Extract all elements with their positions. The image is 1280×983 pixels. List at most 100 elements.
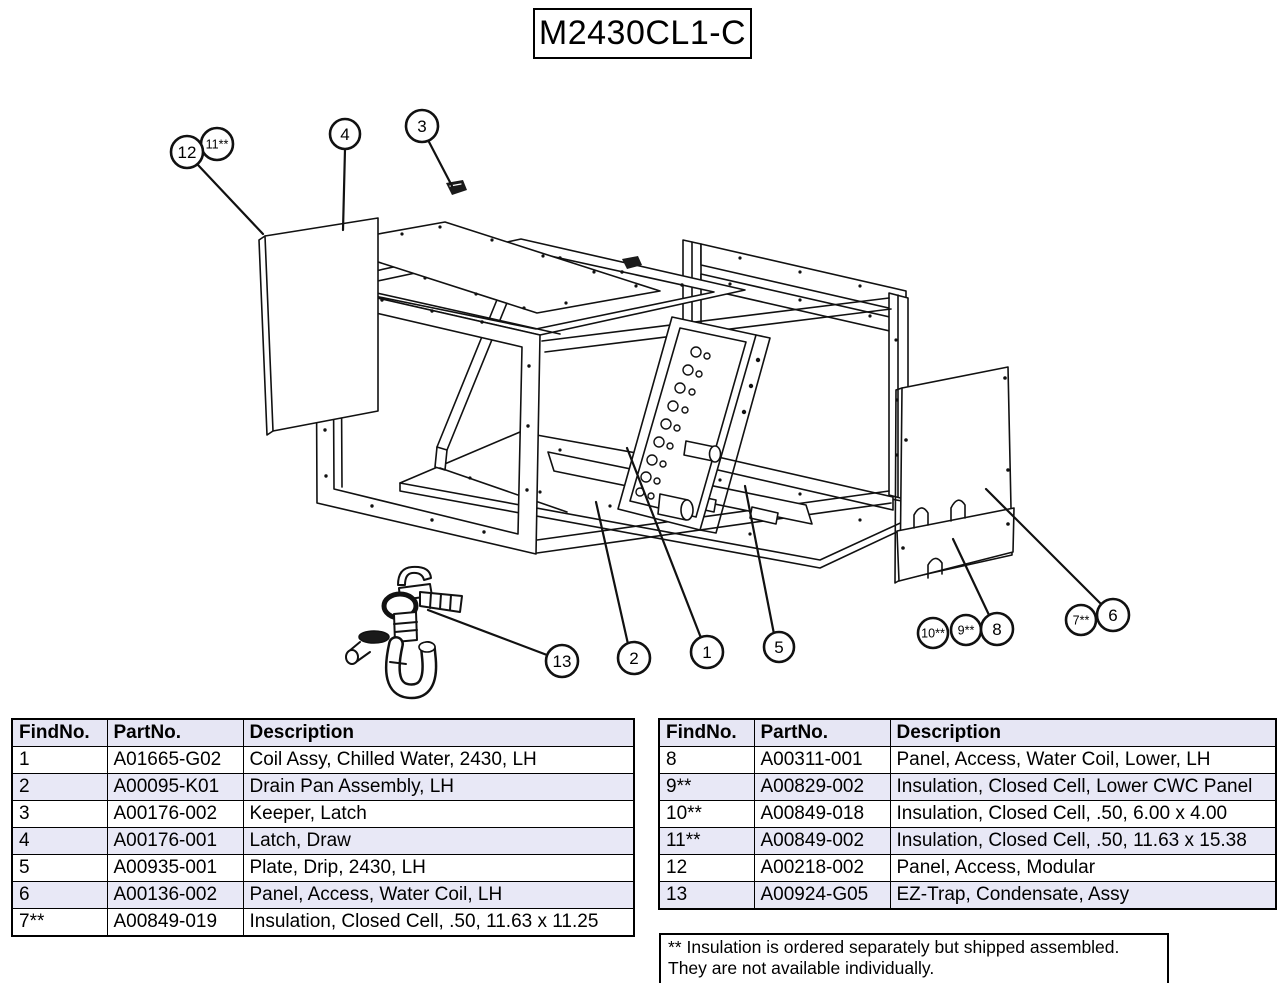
- exploded-view-diagram: 11** 12 4 3 13 2 1 5 10** 9** 8 7** 6: [169, 108, 1131, 700]
- leader-line-13: [426, 608, 549, 657]
- table-cell: Keeper, Latch: [242, 800, 635, 828]
- table-cell: 9**: [658, 773, 755, 801]
- callout-bubbles: 11** 12 4 3 13 2 1 5 10** 9** 8 7** 6: [169, 108, 1131, 679]
- table-cell: A00136-002: [106, 881, 244, 909]
- svg-text:2: 2: [629, 649, 638, 668]
- svg-text:10**: 10**: [921, 627, 945, 641]
- table-cell: A00829-002: [753, 773, 891, 801]
- callout-7: 7**: [1064, 603, 1098, 637]
- footnote-line-1: ** Insulation is ordered separately but …: [668, 937, 1120, 957]
- table-cell: A00176-002: [106, 800, 244, 828]
- leader-line-8: [951, 537, 991, 617]
- table-cell: 5: [11, 854, 108, 882]
- callout-3: 3: [404, 108, 440, 144]
- table-header-row: FindNo. PartNo. Description: [658, 718, 1277, 747]
- svg-text:12: 12: [178, 143, 197, 162]
- svg-text:9**: 9**: [958, 624, 975, 638]
- table-cell: Plate, Drip, 2430, LH: [242, 854, 635, 882]
- callout-4: 4: [328, 117, 362, 151]
- callout-5: 5: [762, 630, 796, 664]
- table-cell: 2: [11, 773, 108, 801]
- insulation-footnote: ** Insulation is ordered separately but …: [659, 933, 1169, 983]
- table-cell: Insulation, Closed Cell, .50, 11.63 x 15…: [889, 827, 1277, 855]
- table-cell: Insulation, Closed Cell, Lower CWC Panel: [889, 773, 1277, 801]
- table-cell: 1: [11, 746, 108, 774]
- svg-text:5: 5: [774, 638, 783, 657]
- table-cell: A00849-018: [753, 800, 891, 828]
- svg-text:8: 8: [992, 620, 1001, 639]
- table-cell: 10**: [658, 800, 755, 828]
- table-cell: 4: [11, 827, 108, 855]
- column-header-findno: FindNo.: [11, 718, 108, 747]
- callout-2: 2: [616, 640, 652, 676]
- leader-line-4: [341, 147, 347, 232]
- svg-text:1: 1: [702, 643, 711, 662]
- coil-assembly: [617, 316, 771, 534]
- callout-8: 8: [979, 611, 1015, 647]
- table-cell: 8: [658, 746, 755, 774]
- leader-line-2: [594, 500, 630, 646]
- table-cell: A00849-002: [753, 827, 891, 855]
- svg-text:6: 6: [1108, 606, 1117, 625]
- leader-line-6: [984, 487, 1103, 606]
- leader-line-1: [625, 446, 703, 640]
- column-header-findno: FindNo.: [658, 718, 755, 747]
- table-cell: A00924-G05: [753, 881, 891, 910]
- table-cell: 13: [658, 881, 755, 910]
- callout-11: 11**: [199, 126, 235, 162]
- table-cell: Panel, Access, Water Coil, Lower, LH: [889, 746, 1277, 774]
- column-header-partno: PartNo.: [106, 718, 244, 747]
- condensate-trap: [345, 565, 463, 700]
- table-cell: Insulation, Closed Cell, .50, 6.00 x 4.0…: [889, 800, 1277, 828]
- table-cell: Panel, Access, Modular: [889, 854, 1277, 882]
- table-cell: 12: [658, 854, 755, 882]
- table-cell: EZ-Trap, Condensate, Assy: [889, 881, 1277, 910]
- table-cell: Insulation, Closed Cell, .50, 11.63 x 11…: [242, 908, 635, 937]
- drawing-title: M2430CL1-C: [533, 8, 752, 59]
- diagonal-brace: [434, 284, 568, 513]
- callout-1: 1: [689, 634, 725, 670]
- leader-lines: [196, 138, 1103, 657]
- table-cell: A00095-K01: [106, 773, 244, 801]
- column-header-description: Description: [242, 718, 635, 747]
- svg-text:11**: 11**: [206, 138, 229, 152]
- access-panel-12: [258, 217, 379, 436]
- table-cell: 11**: [658, 827, 755, 855]
- table-cell: Coil Assy, Chilled Water, 2430, LH: [242, 746, 635, 774]
- table-cell: Panel, Access, Water Coil, LH: [242, 881, 635, 909]
- svg-text:3: 3: [417, 117, 426, 136]
- table-cell: A00935-001: [106, 854, 244, 882]
- callout-12: 12: [169, 134, 205, 170]
- table-cell: A00176-001: [106, 827, 244, 855]
- leader-line-5: [743, 484, 776, 636]
- svg-text:13: 13: [553, 652, 572, 671]
- callout-10: 10**: [916, 616, 950, 650]
- keeper-on-panel: [622, 256, 642, 269]
- leader-line-12: [196, 163, 265, 236]
- table-cell: Latch, Draw: [242, 827, 635, 855]
- table-cell: A00849-019: [106, 908, 244, 937]
- callout-9: 9**: [949, 613, 983, 647]
- leader-line-3: [426, 138, 454, 188]
- table-cell: A00218-002: [753, 854, 891, 882]
- table-cell: A01665-G02: [106, 746, 244, 774]
- svg-text:7**: 7**: [1073, 614, 1090, 628]
- column-header-partno: PartNo.: [753, 718, 891, 747]
- table-cell: 3: [11, 800, 108, 828]
- callout-6: 6: [1095, 597, 1131, 633]
- table-cell: Drain Pan Assembly, LH: [242, 773, 635, 801]
